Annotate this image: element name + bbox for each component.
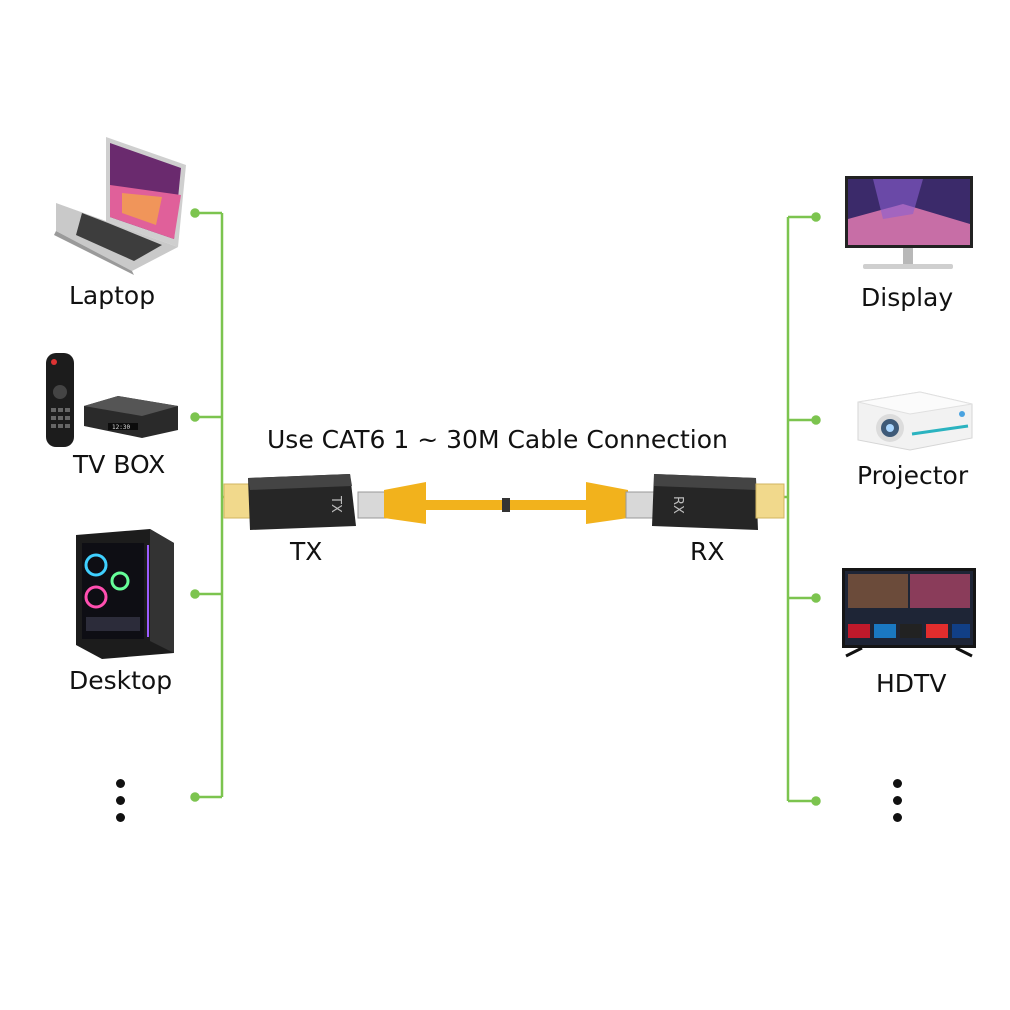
tx-label: TX <box>290 537 323 566</box>
monitor-icon <box>845 176 973 269</box>
svg-text:12:30: 12:30 <box>112 424 130 431</box>
projector-icon <box>857 391 973 451</box>
tx-adapter-icon: TX <box>223 474 356 530</box>
desktop-pc-icon <box>76 529 174 659</box>
device-label-projector: Projector <box>857 461 969 490</box>
device-label-hdtv: HDTV <box>876 669 947 698</box>
right-more-devices-ellipsis <box>893 779 903 830</box>
left-more-devices-ellipsis <box>116 779 126 830</box>
tv-box-icon: 12:30 <box>46 353 178 447</box>
device-label-display: Display <box>861 283 954 312</box>
rx-label: RX <box>690 537 725 566</box>
ethernet-cable-icon <box>357 482 655 524</box>
rx-marking: RX <box>670 496 685 514</box>
rx-adapter-icon: RX <box>652 474 785 530</box>
device-label-desktop: Desktop <box>69 666 173 695</box>
device-label-tv-box: TV BOX <box>73 450 166 479</box>
device-label-laptop: Laptop <box>69 281 156 310</box>
tx-marking: TX <box>328 495 343 513</box>
hdtv-icon <box>842 568 976 658</box>
diagram-title: Use CAT6 1 ~ 30M Cable Connection <box>267 425 728 454</box>
laptop-icon <box>54 137 186 275</box>
